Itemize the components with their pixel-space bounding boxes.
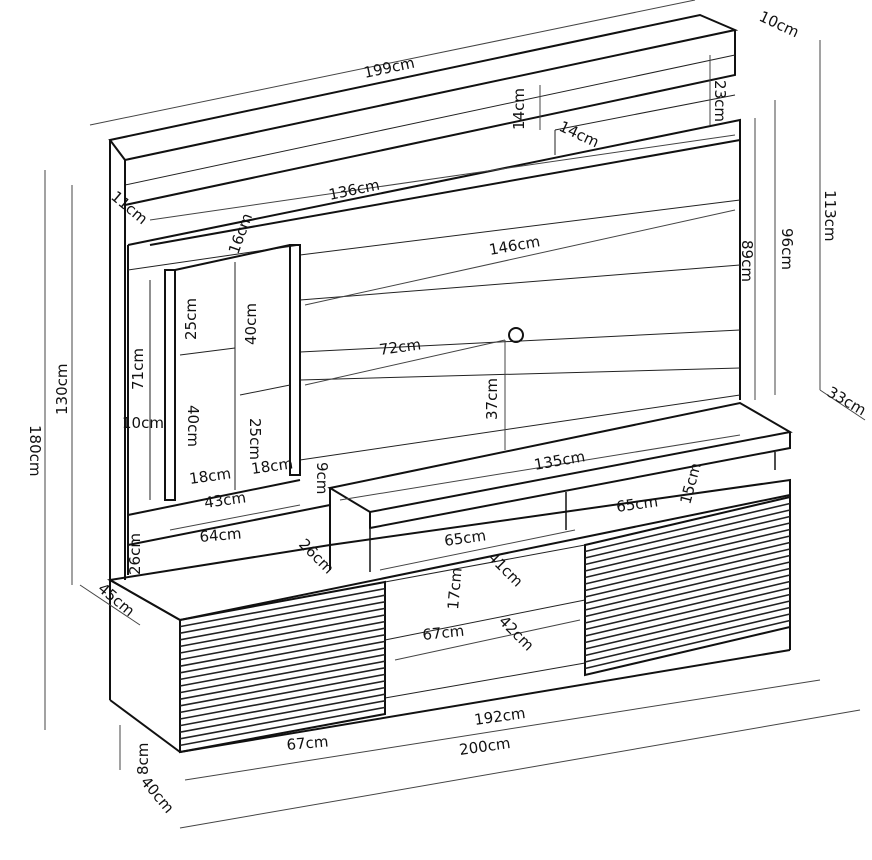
dim-40-bottom: 40cm	[184, 405, 202, 447]
door-slat	[584, 515, 791, 566]
dim-67-door: 67cm	[286, 732, 329, 754]
door-slat	[584, 554, 791, 605]
door-slat	[179, 686, 386, 727]
door-slat	[179, 587, 386, 628]
door-slat	[179, 614, 386, 654]
niche-shelf-unit	[127, 244, 331, 546]
dim-72: 72cm	[378, 335, 422, 359]
dim-10-top: 10cm	[756, 7, 802, 41]
dim-26-depth: 26cm	[295, 535, 337, 577]
dimension-labels: 199cm 10cm 23cm 14cm 14cm 113cm 136cm 11…	[26, 7, 869, 816]
dim-23: 23cm	[711, 80, 729, 122]
dim-65-center: 65cm	[443, 526, 487, 550]
dim-45: 45cm	[94, 579, 138, 620]
dim-18-left: 18cm	[188, 464, 232, 488]
dim-15: 15cm	[676, 461, 704, 506]
door-slat	[179, 680, 386, 720]
dim-71: 71cm	[129, 348, 147, 390]
dim-40-plinth: 40cm	[137, 773, 178, 817]
door-slat	[584, 561, 791, 611]
dim-37: 37cm	[483, 378, 501, 420]
door-slat	[179, 673, 386, 714]
dim-113: 113cm	[821, 190, 839, 242]
dim-135: 135cm	[533, 447, 587, 474]
dim-18-right: 18cm	[250, 454, 294, 478]
door-slat	[584, 528, 791, 579]
dim-96: 96cm	[778, 228, 796, 270]
right-slatted-door[interactable]	[584, 495, 791, 677]
door-slat	[584, 619, 791, 670]
door-slat	[584, 522, 791, 572]
door-slat	[584, 613, 791, 663]
dim-41: 41cm	[484, 548, 526, 590]
door-slat	[584, 574, 791, 624]
dim-43: 43cm	[203, 488, 247, 512]
door-slat	[179, 627, 386, 667]
door-slat	[584, 587, 791, 637]
door-slat	[584, 509, 791, 559]
dim-9: 9cm	[313, 462, 331, 494]
dim-130: 130cm	[53, 364, 71, 416]
door-slat	[584, 606, 791, 657]
dim-26-height: 26cm	[126, 533, 144, 575]
door-slat	[179, 594, 386, 634]
door-slat	[179, 647, 386, 687]
dim-14-height: 14cm	[510, 88, 528, 130]
door-slat	[584, 502, 791, 553]
door-slat	[179, 620, 386, 661]
door-slat	[179, 660, 386, 700]
door-slat	[584, 541, 791, 592]
door-slat	[584, 600, 791, 650]
dim-89: 89cm	[738, 240, 756, 282]
door-slat	[584, 580, 791, 631]
top-cap	[108, 13, 739, 207]
dim-65-right: 65cm	[615, 492, 659, 516]
dim-33: 33cm	[824, 383, 869, 420]
door-slat	[584, 567, 791, 618]
dim-200: 200cm	[458, 734, 512, 759]
dim-67-center: 67cm	[422, 622, 466, 644]
door-slat	[179, 700, 386, 740]
cable-hole-icon	[508, 327, 524, 343]
door-slat	[179, 693, 386, 733]
door-outline	[584, 495, 791, 677]
door-slat	[179, 634, 386, 674]
dim-10-niche: 10cm	[122, 414, 164, 432]
dim-11: 11cm	[107, 187, 151, 228]
tv-shelf	[327, 401, 793, 572]
door-slat	[179, 607, 386, 648]
dim-16: 16cm	[225, 211, 256, 257]
dim-40-top: 40cm	[242, 303, 260, 345]
dim-17: 17cm	[444, 567, 466, 610]
door-slat	[179, 653, 386, 694]
back-panel	[127, 118, 741, 470]
dim-180: 180cm	[26, 425, 44, 477]
door-slat	[179, 640, 386, 681]
dim-25-top: 25cm	[182, 298, 200, 340]
dim-8: 8cm	[134, 743, 152, 775]
door-slat	[584, 593, 791, 644]
door-slat	[179, 601, 386, 641]
door-outline	[179, 580, 386, 754]
dim-42: 42cm	[495, 612, 537, 654]
dim-192: 192cm	[473, 704, 527, 729]
door-slat	[179, 667, 386, 707]
dim-64: 64cm	[199, 524, 242, 546]
dimension-lines	[44, 0, 866, 829]
left-slatted-door[interactable]	[179, 580, 386, 754]
dim-25-bottom: 25cm	[246, 418, 264, 460]
door-slat	[584, 535, 791, 585]
door-slat	[584, 548, 791, 598]
door-slat	[179, 706, 386, 747]
